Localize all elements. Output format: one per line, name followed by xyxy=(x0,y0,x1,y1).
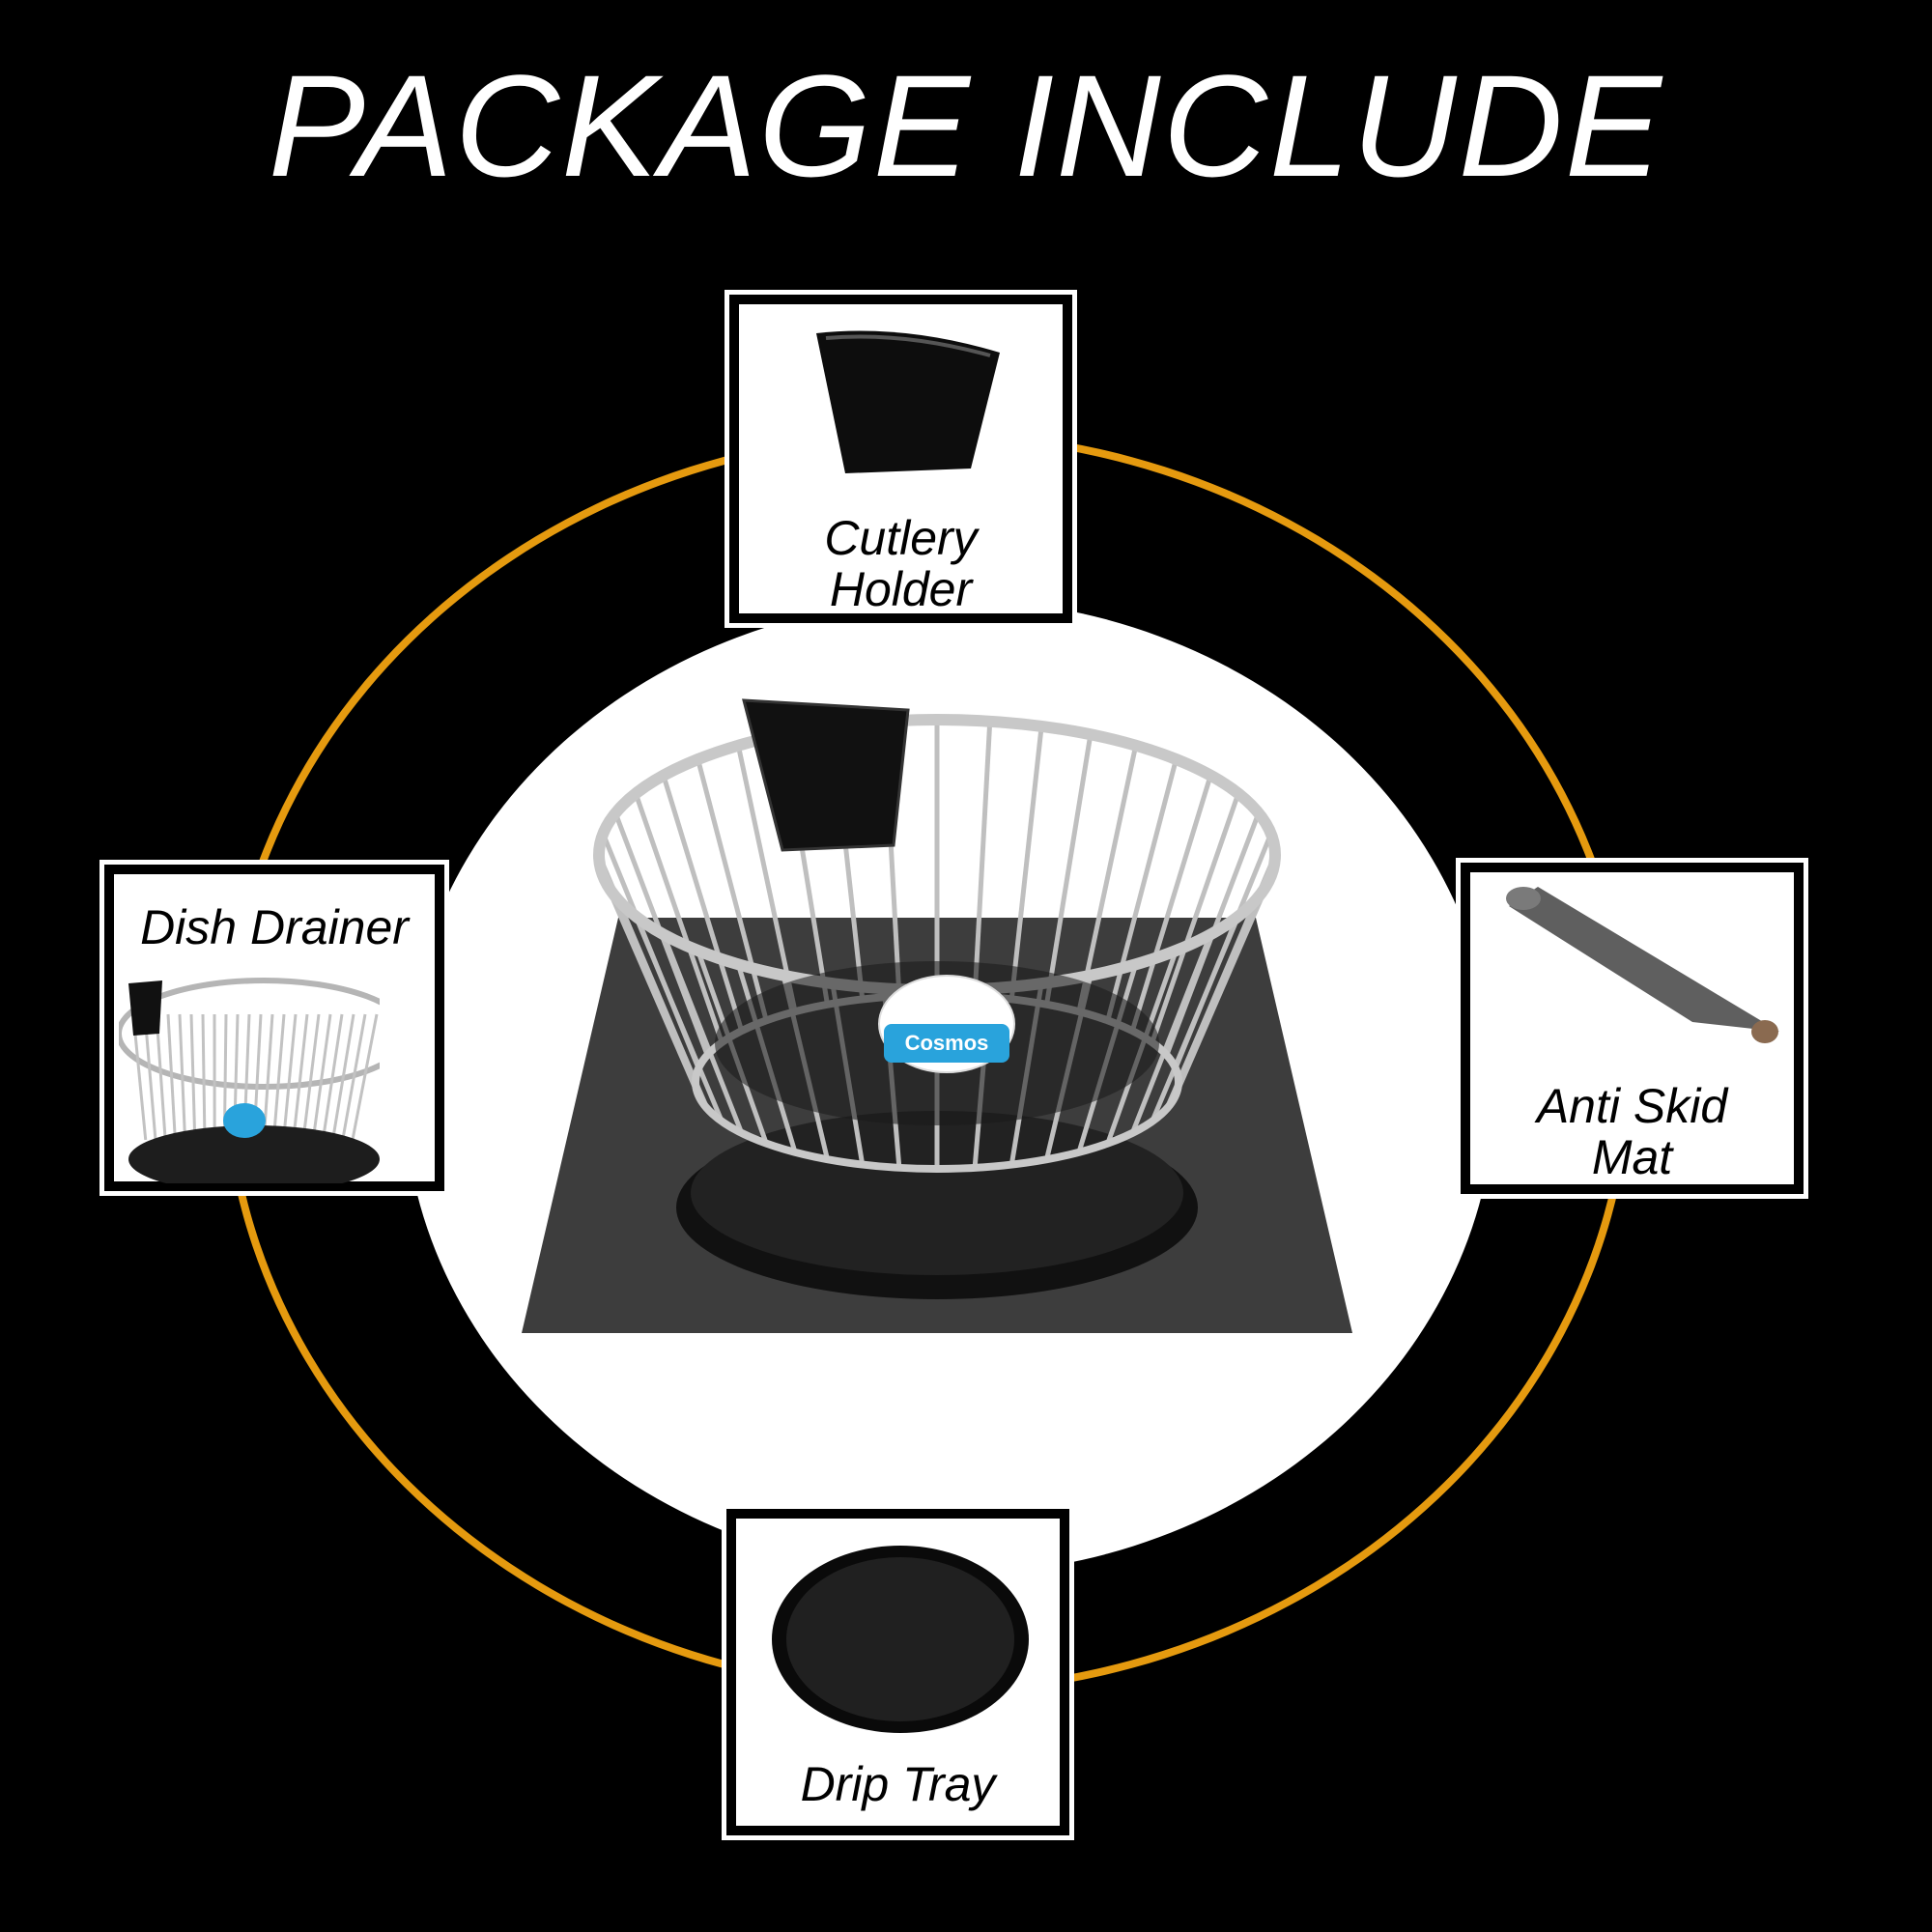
main-product-illustration: Cosmos xyxy=(522,698,1352,1333)
mini-basket-wire xyxy=(311,1013,332,1141)
basket-wire xyxy=(1105,758,1179,1021)
basket-wire xyxy=(735,745,798,1012)
dish-drainer-image xyxy=(119,978,380,1183)
mini-basket-wire xyxy=(201,1013,207,1141)
basket-wire xyxy=(1173,833,1274,1069)
page-title: PACKAGE INCLUDE xyxy=(268,44,1664,207)
drip-tray-label: Drip Tray xyxy=(800,1757,996,1811)
basket-wire xyxy=(1150,792,1241,1043)
dish-drainer-card: Dish Drainer xyxy=(99,860,449,1196)
basket-wire xyxy=(600,833,701,1069)
mini-basket-wire xyxy=(292,1013,309,1141)
basket-wire xyxy=(601,874,701,1097)
basket-wire xyxy=(1173,874,1273,1097)
brand-logo-text: Cosmos xyxy=(905,1031,989,1055)
drip-tray-image xyxy=(772,1546,1029,1733)
mini-basket-wire xyxy=(331,1013,355,1141)
basket-wire xyxy=(633,792,724,1043)
basket-wire xyxy=(1164,895,1262,1110)
anti-skid-mat-label-line1: Anti Skid xyxy=(1536,1079,1728,1133)
mini-basket-wire xyxy=(271,1013,286,1141)
anti-skid-mat-label-line2: Mat xyxy=(1591,1130,1673,1184)
mini-basket-wire xyxy=(341,1013,367,1141)
anti-skid-mat-image xyxy=(1506,887,1779,1043)
mini-basket-wire xyxy=(155,1013,167,1141)
drip-tray-card: Drip Tray xyxy=(722,1504,1074,1840)
basket-wire xyxy=(972,721,993,997)
basket-wire xyxy=(1044,733,1094,1006)
cutlery-holder-image xyxy=(816,330,1000,473)
mini-basket-wire xyxy=(143,1013,157,1141)
mini-basket-wire xyxy=(282,1013,298,1141)
mini-basket-wire xyxy=(189,1013,197,1141)
basket-wire xyxy=(661,774,745,1032)
mini-basket-wire xyxy=(178,1013,187,1141)
mini-basket-wire xyxy=(166,1013,177,1141)
mini-basket-wire xyxy=(301,1013,321,1141)
dish-drainer-label: Dish Drainer xyxy=(140,900,409,954)
basket-wire xyxy=(1129,774,1213,1032)
cutlery-holder-label-line2: Holder xyxy=(829,562,973,616)
basket-wire xyxy=(696,758,769,1021)
basket-wire xyxy=(1076,745,1139,1012)
mini-basket-wire xyxy=(321,1013,344,1141)
basket-wire xyxy=(1009,725,1044,1000)
cutlery-holder-card: Cutlery Holder xyxy=(724,290,1077,628)
anti-skid-mat-card: Anti Skid Mat xyxy=(1456,858,1808,1199)
mini-basket-wire xyxy=(351,1013,379,1141)
cutlery-holder-label-line1: Cutlery xyxy=(824,511,978,565)
